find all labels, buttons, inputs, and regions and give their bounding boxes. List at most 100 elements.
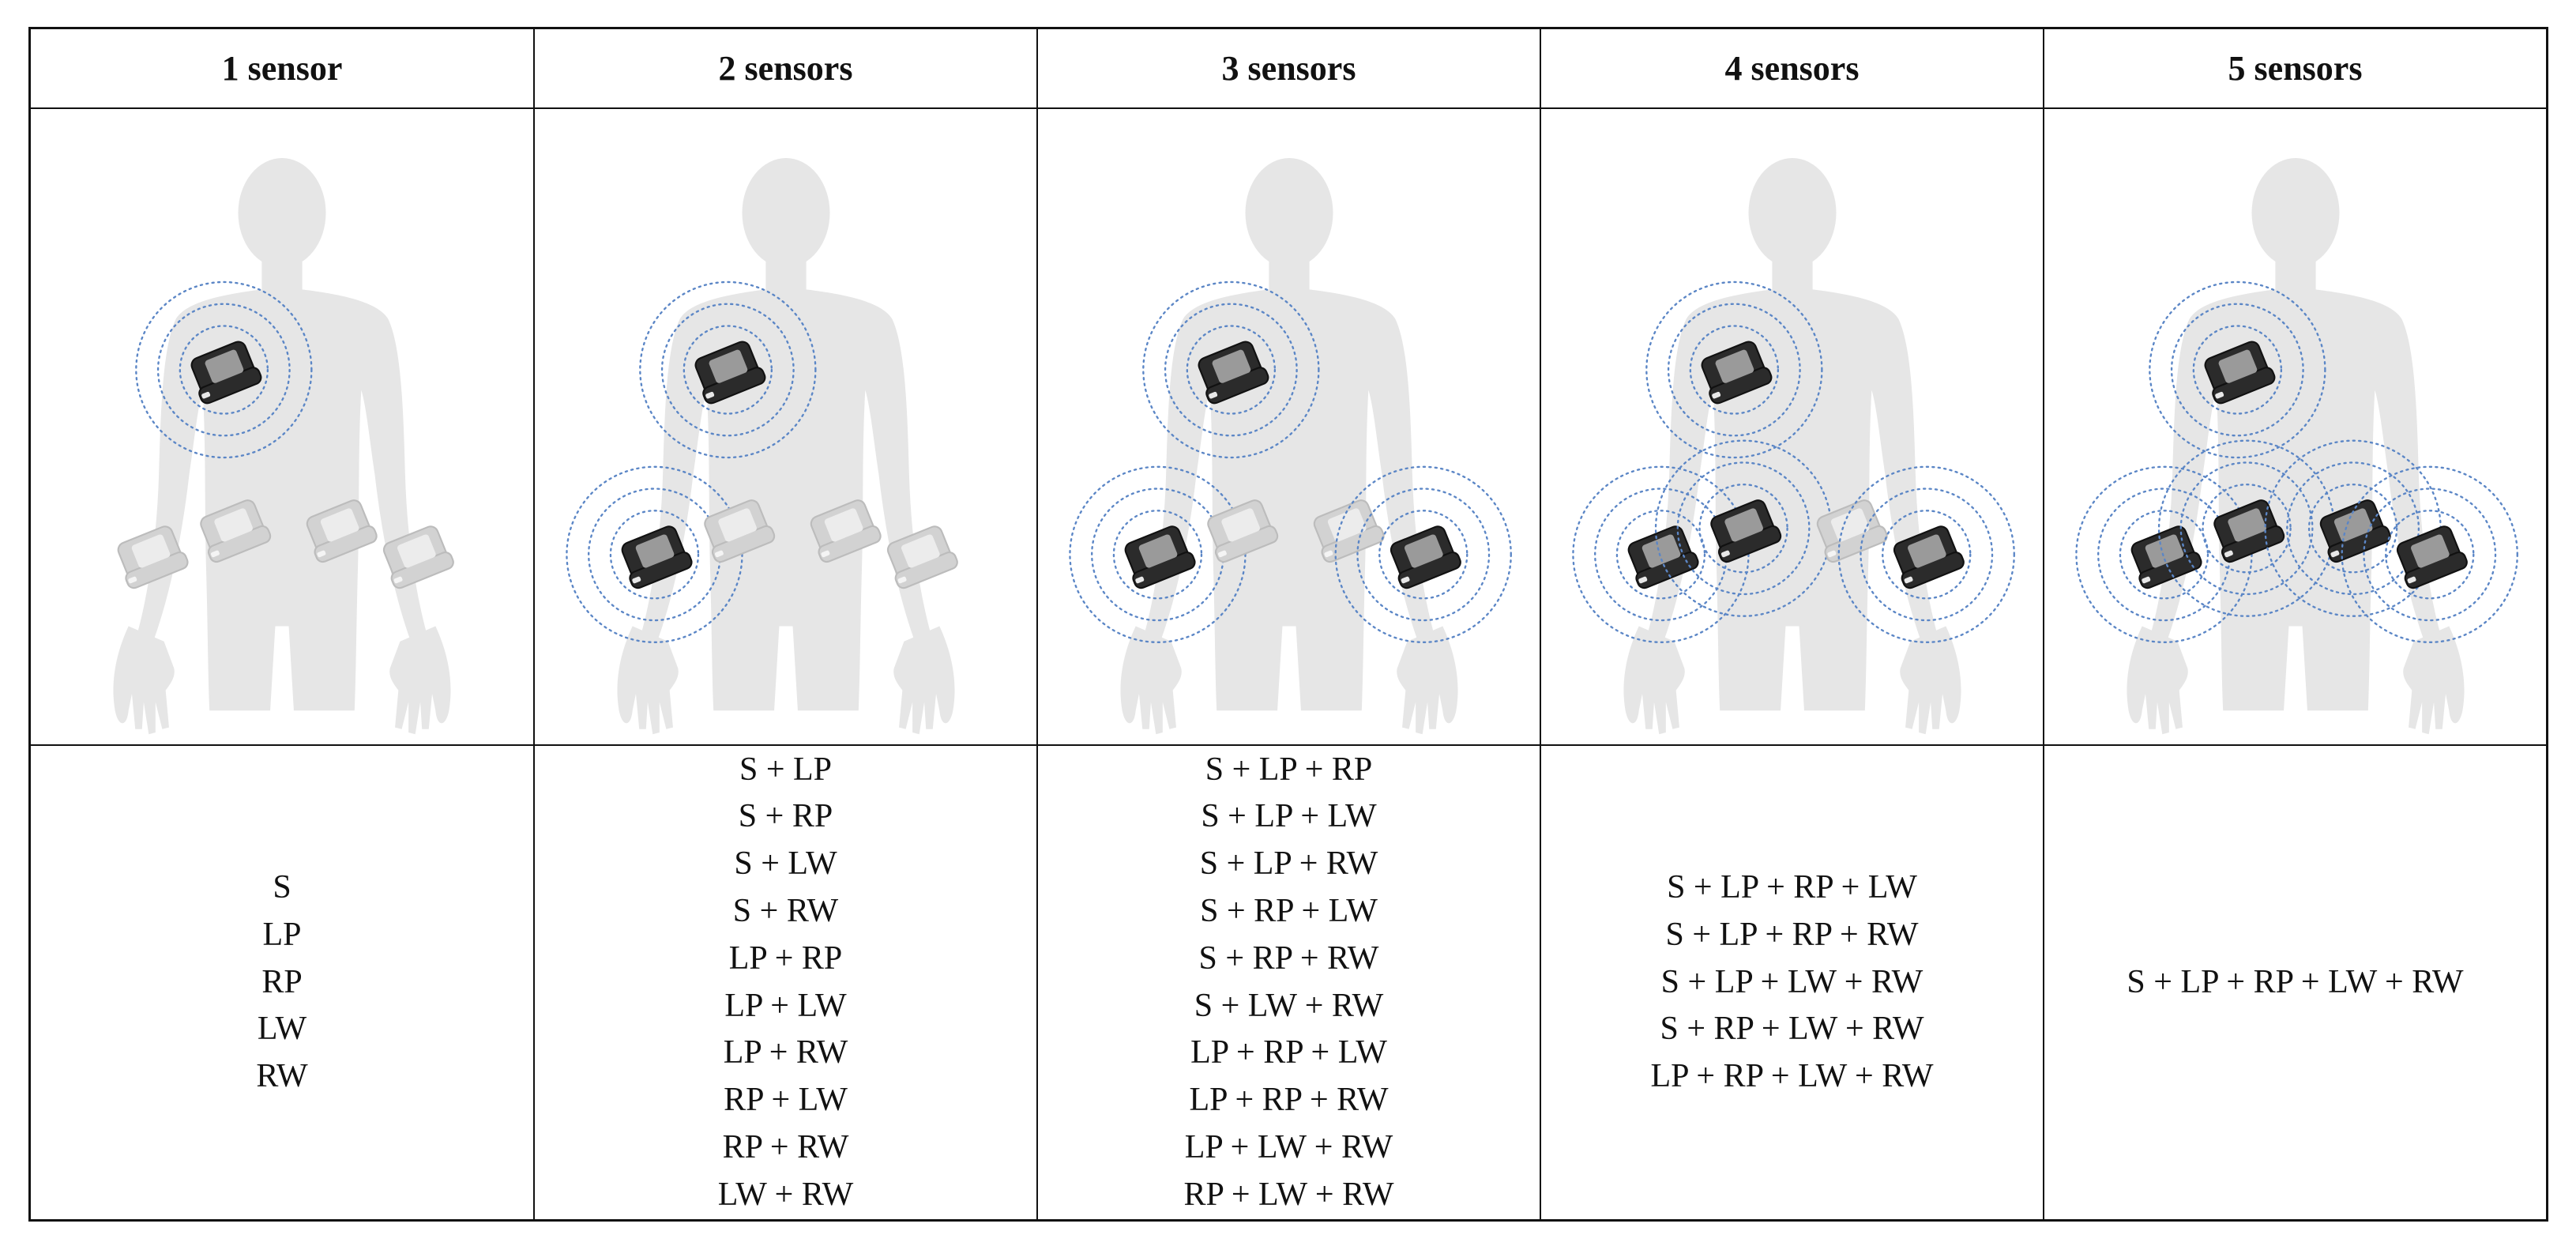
combination-list: S + LP + RP + LW S + LP + RP + RW S + LP +…: [1541, 746, 2044, 1219]
body-figure: [1068, 158, 1512, 735]
sensor-lp: [2157, 439, 2335, 617]
combination-item: S + LP + RP + LW: [1667, 869, 1917, 905]
signal-ring: [2307, 484, 2397, 574]
sensor-lp: [1654, 439, 1832, 617]
signal-ring: [2384, 510, 2474, 600]
signal-ring: [1141, 280, 1320, 459]
body-figure: [565, 158, 958, 735]
sensor-rw: [1334, 465, 1512, 643]
body-figure-cell: [31, 109, 535, 746]
sensor-s: [1141, 280, 1320, 459]
combination-item: S + LP + RP + LW + RW: [2127, 963, 2464, 1000]
sensor-s: [2148, 280, 2326, 459]
combination-item: S + LP + RP + RW: [1665, 916, 1919, 953]
combination-item: LP + RW: [723, 1034, 848, 1071]
combination-item: LW: [257, 1011, 307, 1048]
combination-item: S + LW + RW: [1194, 987, 1384, 1024]
signal-ring: [2362, 488, 2496, 622]
signal-ring: [660, 303, 795, 437]
column-header: 2 sensors: [535, 29, 1038, 109]
sensor-s: [1645, 280, 1823, 459]
combination-item: LP + RP + LW: [1190, 1034, 1387, 1071]
sensor-rp: [306, 499, 378, 563]
combination-item: RP: [261, 963, 303, 1000]
signal-ring: [1645, 280, 1823, 459]
signal-ring: [1859, 488, 1993, 622]
signal-ring: [1698, 484, 1788, 574]
signal-ring: [638, 280, 817, 459]
body-silhouette: [113, 158, 451, 735]
combination-item: S + RP + RW: [1198, 939, 1379, 977]
signal-ring: [1112, 510, 1202, 600]
sensor-lp: [1206, 499, 1278, 563]
column-header: 1 sensor: [31, 29, 535, 109]
combination-item: RP + LW: [724, 1082, 848, 1119]
combination-item: S + RP: [738, 798, 833, 835]
sensor-rp: [810, 499, 882, 563]
combination-item: LP + RP: [728, 939, 843, 977]
signal-ring: [1881, 510, 1971, 600]
body-figure-cell: [535, 109, 1038, 746]
sensor-rw: [1837, 465, 2015, 643]
signal-ring: [135, 280, 313, 459]
sensor-lp: [703, 499, 775, 563]
body-figure: [2074, 158, 2518, 735]
signal-ring: [1837, 465, 2015, 643]
signal-ring: [1164, 303, 1298, 437]
signal-ring: [156, 303, 291, 437]
sensor-rw: [382, 525, 454, 589]
body-silhouette: [2126, 158, 2465, 735]
sensor-lw: [1068, 465, 1247, 643]
combination-item: S + LP + LW: [1201, 798, 1377, 835]
combination-item: RP + RW: [722, 1128, 849, 1165]
column-header: 4 sensors: [1541, 29, 2044, 109]
sensor-lw: [117, 525, 189, 589]
combination-item: S + LP + RP: [1205, 751, 1373, 788]
signal-ring: [2192, 325, 2282, 415]
body-figure-cell: [2044, 109, 2546, 746]
column-header: 5 sensors: [2044, 29, 2546, 109]
combination-item: RW: [256, 1058, 308, 1095]
body-figure-cell: [1541, 109, 2044, 746]
combination-item: S + RP + LW + RW: [1660, 1011, 1924, 1048]
sensor-lp: [200, 499, 272, 563]
signal-ring: [2170, 303, 2304, 437]
signal-ring: [683, 325, 773, 415]
sensor-lw: [565, 465, 743, 643]
signal-ring: [179, 325, 269, 415]
combination-item: S + RW: [732, 892, 839, 929]
combination-item: LP + RP + LW + RW: [1650, 1058, 1934, 1095]
signal-ring: [1186, 325, 1276, 415]
signal-ring: [609, 510, 699, 600]
signal-ring: [1615, 510, 1705, 600]
signal-ring: [2179, 461, 2314, 596]
body-figure: [1571, 158, 2015, 735]
combination-item: S: [273, 869, 291, 905]
signal-ring: [1334, 465, 1512, 643]
combination-list: S LP RP LW RW: [31, 746, 535, 1219]
body-figure: [113, 158, 454, 735]
signal-ring: [2341, 465, 2518, 643]
column-header: 3 sensors: [1038, 29, 1541, 109]
body-silhouette: [1119, 158, 1458, 735]
combination-item: S + LP + LW + RW: [1660, 963, 1924, 1000]
combination-item: S + LP: [739, 751, 833, 788]
sensor-s: [135, 280, 313, 459]
combination-item: S + RP + LW: [1200, 892, 1378, 929]
combination-item: LP: [262, 916, 302, 953]
sensor-s: [638, 280, 817, 459]
signal-ring: [1667, 303, 1801, 437]
signal-ring: [2285, 461, 2420, 596]
combination-item: RP + LW + RW: [1183, 1176, 1394, 1213]
body-silhouette: [1623, 158, 1961, 735]
combination-list: S + LP + RP + LW + RW: [2044, 746, 2546, 1219]
combination-item: LP + LW + RW: [1184, 1128, 1393, 1165]
signal-ring: [1689, 325, 1779, 415]
signal-ring: [2201, 484, 2292, 574]
signal-ring: [1356, 488, 1490, 622]
signal-ring: [2148, 280, 2326, 459]
body-silhouette: [616, 158, 955, 735]
